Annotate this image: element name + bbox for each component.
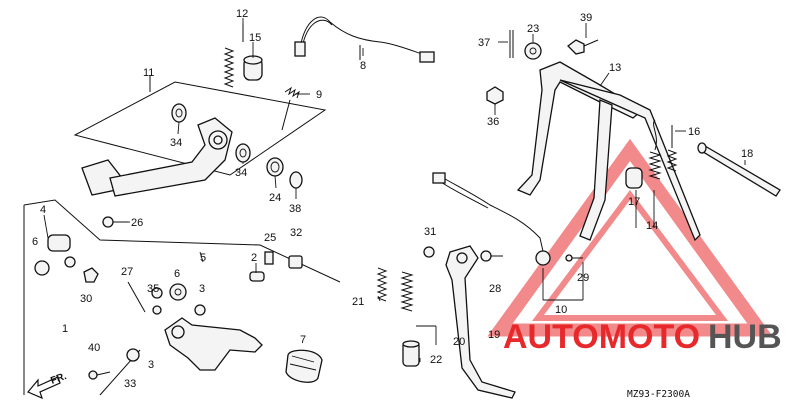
callout-3b: 3 bbox=[148, 359, 154, 371]
callout-9: 9 bbox=[316, 89, 322, 101]
nut-30 bbox=[83, 267, 99, 283]
callout-38: 38 bbox=[289, 203, 301, 215]
side-stand bbox=[445, 245, 516, 399]
callout-13: 13 bbox=[609, 62, 621, 74]
callout-23: 23 bbox=[527, 23, 539, 35]
callout-12: 12 bbox=[236, 8, 248, 20]
pivot-collar-34b bbox=[235, 143, 251, 163]
washer-23 bbox=[524, 42, 542, 60]
callout-14: 14 bbox=[646, 220, 658, 232]
callout-6b: 6 bbox=[174, 268, 180, 280]
callout-34b: 34 bbox=[235, 167, 247, 179]
callout-10: 10 bbox=[555, 304, 567, 316]
spring-16 bbox=[666, 125, 678, 172]
callout-16: 16 bbox=[688, 126, 700, 138]
callout-28: 28 bbox=[489, 283, 501, 295]
washer-32 bbox=[288, 255, 303, 269]
callout-17: 17 bbox=[628, 196, 640, 208]
pivot-collar-34a bbox=[171, 103, 187, 123]
brand-part1: AUTOMOTO bbox=[503, 318, 700, 356]
main-stand bbox=[516, 61, 701, 242]
direction-label: FR. bbox=[49, 371, 68, 387]
callout-1: 1 bbox=[62, 323, 68, 335]
shaft-18 bbox=[697, 142, 781, 197]
clip-25 bbox=[264, 251, 274, 265]
callout-31: 31 bbox=[424, 226, 436, 238]
callout-22: 22 bbox=[430, 354, 442, 366]
callout-40: 40 bbox=[88, 342, 100, 354]
spring-21 bbox=[376, 267, 388, 302]
callout-36: 36 bbox=[487, 116, 499, 128]
callout-33: 33 bbox=[124, 378, 136, 390]
callout-26: 26 bbox=[131, 217, 143, 229]
callout-29: 29 bbox=[577, 272, 589, 284]
washer-24 bbox=[266, 157, 284, 177]
callout-24: 24 bbox=[269, 192, 281, 204]
callout-7: 7 bbox=[300, 334, 306, 346]
brake-switch-cable bbox=[294, 16, 435, 63]
pin-2 bbox=[249, 271, 265, 282]
callout-34a: 34 bbox=[170, 137, 182, 149]
return-spring bbox=[223, 24, 244, 88]
rubber-7 bbox=[285, 349, 323, 383]
bolt-39 bbox=[567, 39, 599, 55]
bolt-31 bbox=[423, 246, 435, 258]
spring-20 bbox=[400, 271, 414, 312]
switch-cable-10 bbox=[432, 172, 551, 266]
callout-32: 32 bbox=[290, 227, 302, 239]
callout-21: 21 bbox=[352, 296, 364, 308]
washer-33 bbox=[126, 348, 140, 362]
joint-6a bbox=[34, 234, 76, 276]
callout-35: 35 bbox=[147, 283, 159, 295]
joint-6b bbox=[169, 283, 187, 301]
washer-38 bbox=[289, 171, 303, 189]
bolt-28 bbox=[480, 250, 503, 262]
callout-4: 4 bbox=[40, 204, 46, 216]
collar-17 bbox=[625, 167, 643, 189]
bolt-29 bbox=[565, 254, 583, 262]
front-direction-arrow: FR. bbox=[27, 371, 68, 400]
brake-pedal bbox=[81, 117, 233, 197]
shift-rod-27 bbox=[127, 281, 146, 313]
brand-part2: HUB bbox=[708, 318, 782, 356]
callout-18: 18 bbox=[741, 148, 753, 160]
diagram-code: MZ93-F2300A bbox=[627, 389, 690, 400]
callout-6a: 6 bbox=[32, 236, 38, 248]
shift-pedal bbox=[164, 317, 263, 371]
pin-37 bbox=[509, 30, 514, 58]
spring-14 bbox=[648, 119, 662, 180]
callout-39: 39 bbox=[580, 12, 592, 24]
callout-5: 5 bbox=[200, 252, 206, 264]
collar-15 bbox=[243, 55, 263, 81]
callout-30: 30 bbox=[80, 293, 92, 305]
nut-36 bbox=[486, 86, 504, 105]
joint-35 bbox=[151, 287, 163, 315]
callout-15: 15 bbox=[249, 32, 261, 44]
collar-22 bbox=[402, 340, 420, 367]
bushing-3 bbox=[194, 304, 206, 316]
bolt-40 bbox=[88, 370, 111, 380]
callout-19: 19 bbox=[488, 329, 500, 341]
callout-11: 11 bbox=[143, 67, 154, 79]
leader-lines bbox=[43, 18, 746, 362]
callout-8: 8 bbox=[360, 60, 366, 72]
callout-25: 25 bbox=[264, 232, 276, 244]
watermark-brand: AUTOMOTO HUB bbox=[503, 318, 782, 356]
callout-37: 37 bbox=[478, 37, 490, 49]
spring-9 bbox=[281, 86, 300, 131]
callout-2: 2 bbox=[251, 252, 257, 264]
callout-3a: 3 bbox=[199, 283, 205, 295]
callout-27: 27 bbox=[121, 266, 133, 278]
callout-20: 20 bbox=[453, 336, 465, 348]
